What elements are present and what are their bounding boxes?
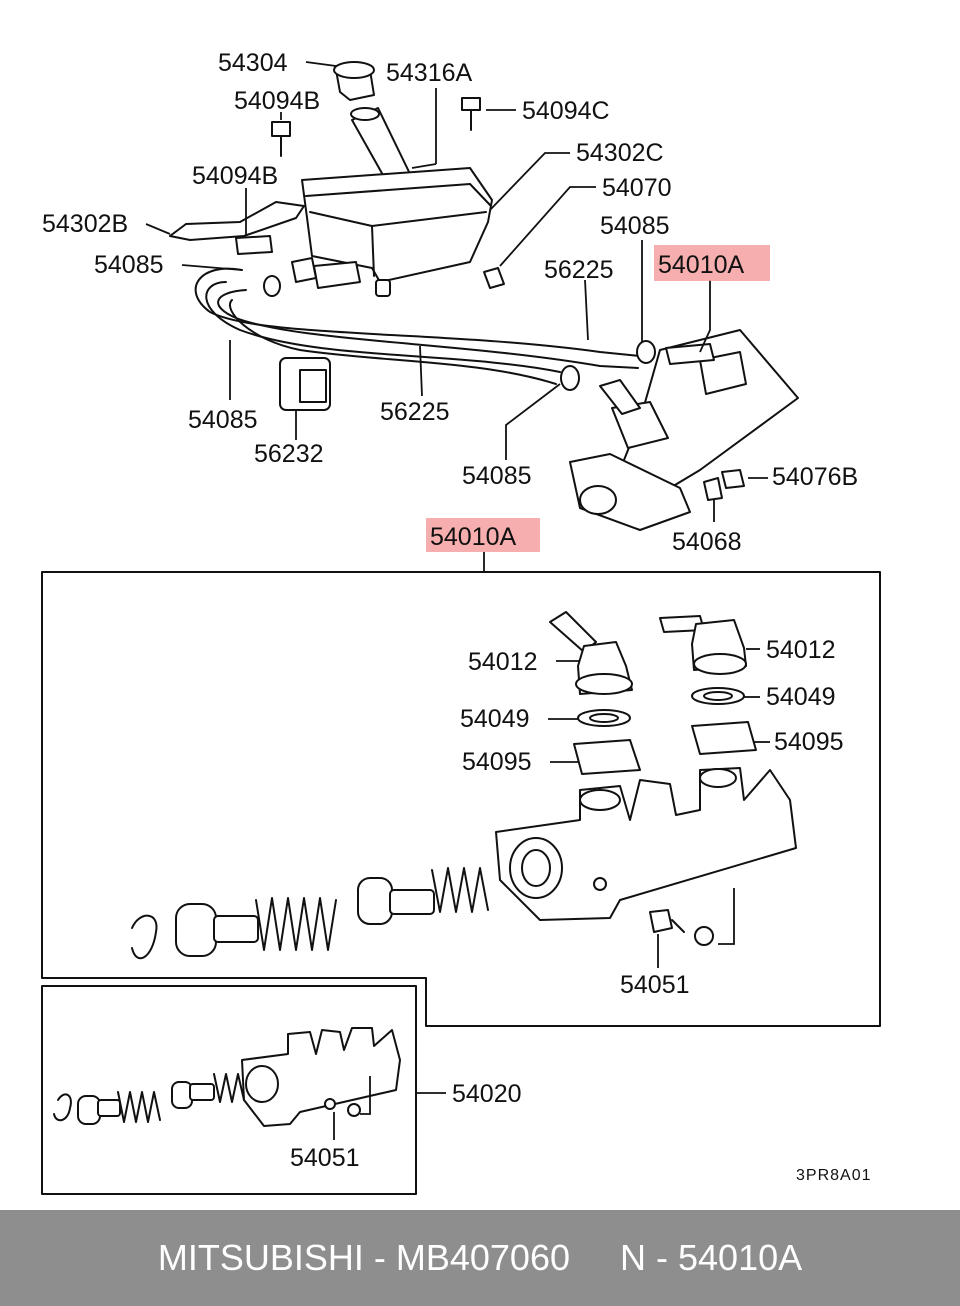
label-54010A-top: 54010A bbox=[658, 251, 745, 279]
label-54085-lower: 54085 bbox=[188, 406, 258, 434]
label-54085-left: 54085 bbox=[94, 251, 164, 279]
leader-lines-small bbox=[333, 1092, 446, 1140]
label-54068: 54068 bbox=[672, 528, 742, 556]
label-54316A: 54316A bbox=[386, 59, 473, 87]
label-54010A-box: 54010A bbox=[430, 523, 517, 551]
highlight-54010A-box bbox=[426, 518, 540, 552]
label-54085-right: 54085 bbox=[600, 212, 670, 240]
label-56225-lower: 56225 bbox=[380, 398, 450, 426]
part-number: MB407060 bbox=[395, 1237, 570, 1278]
label-54302C: 54302C bbox=[576, 139, 664, 167]
hoses bbox=[194, 267, 656, 411]
label-54302B: 54302B bbox=[42, 210, 128, 238]
label-54049-left: 54049 bbox=[460, 705, 530, 733]
callout-labels: 54304 54316A 54094B 54094C 54302C 54094B… bbox=[42, 49, 872, 1184]
spacer bbox=[570, 1237, 620, 1279]
label-54094B-top: 54094B bbox=[234, 87, 320, 115]
assembly-box-54020 bbox=[41, 985, 417, 1195]
label-54085-bottom: 54085 bbox=[462, 462, 532, 490]
drawing-code: 3PR8A01 bbox=[796, 1167, 872, 1184]
label-54076B: 54076B bbox=[772, 463, 858, 491]
highlight-54010A-top bbox=[654, 245, 770, 281]
part-footer: MITSUBISHI - MB407060 N - 54010A bbox=[0, 1210, 960, 1306]
assembly-box-54010A bbox=[41, 571, 881, 1027]
label-54051-small: 54051 bbox=[290, 1144, 360, 1172]
label-54095-left: 54095 bbox=[462, 748, 532, 776]
separator: - bbox=[363, 1237, 396, 1278]
label-54095-right: 54095 bbox=[774, 728, 844, 756]
label-54304: 54304 bbox=[218, 49, 288, 77]
diagram-ref: 54010A bbox=[678, 1237, 803, 1278]
label-54012-right: 54012 bbox=[766, 636, 836, 664]
label-56232: 56232 bbox=[254, 440, 324, 468]
master-cylinder-exploded bbox=[131, 611, 797, 960]
label-54012-left: 54012 bbox=[468, 648, 538, 676]
label-54094B-mid: 54094B bbox=[192, 162, 278, 190]
label-54049-right: 54049 bbox=[766, 683, 836, 711]
parts-diagram: 54304 54316A 54094B 54094C 54302C 54094B… bbox=[41, 49, 881, 1195]
label-54020: 54020 bbox=[452, 1080, 522, 1108]
master-cylinder-small bbox=[53, 1027, 401, 1127]
label-56225-right: 56225 bbox=[544, 256, 614, 284]
label-54051-box: 54051 bbox=[620, 971, 690, 999]
label-54070: 54070 bbox=[602, 174, 672, 202]
leader-lines-box bbox=[548, 648, 770, 968]
ref-prefix: N - bbox=[620, 1237, 679, 1278]
reservoir-assembly bbox=[169, 61, 505, 297]
label-54094C: 54094C bbox=[522, 97, 610, 125]
master-cylinder-top bbox=[569, 329, 799, 531]
leader-lines-top bbox=[145, 61, 768, 572]
brand-name: MITSUBISHI bbox=[157, 1237, 364, 1278]
